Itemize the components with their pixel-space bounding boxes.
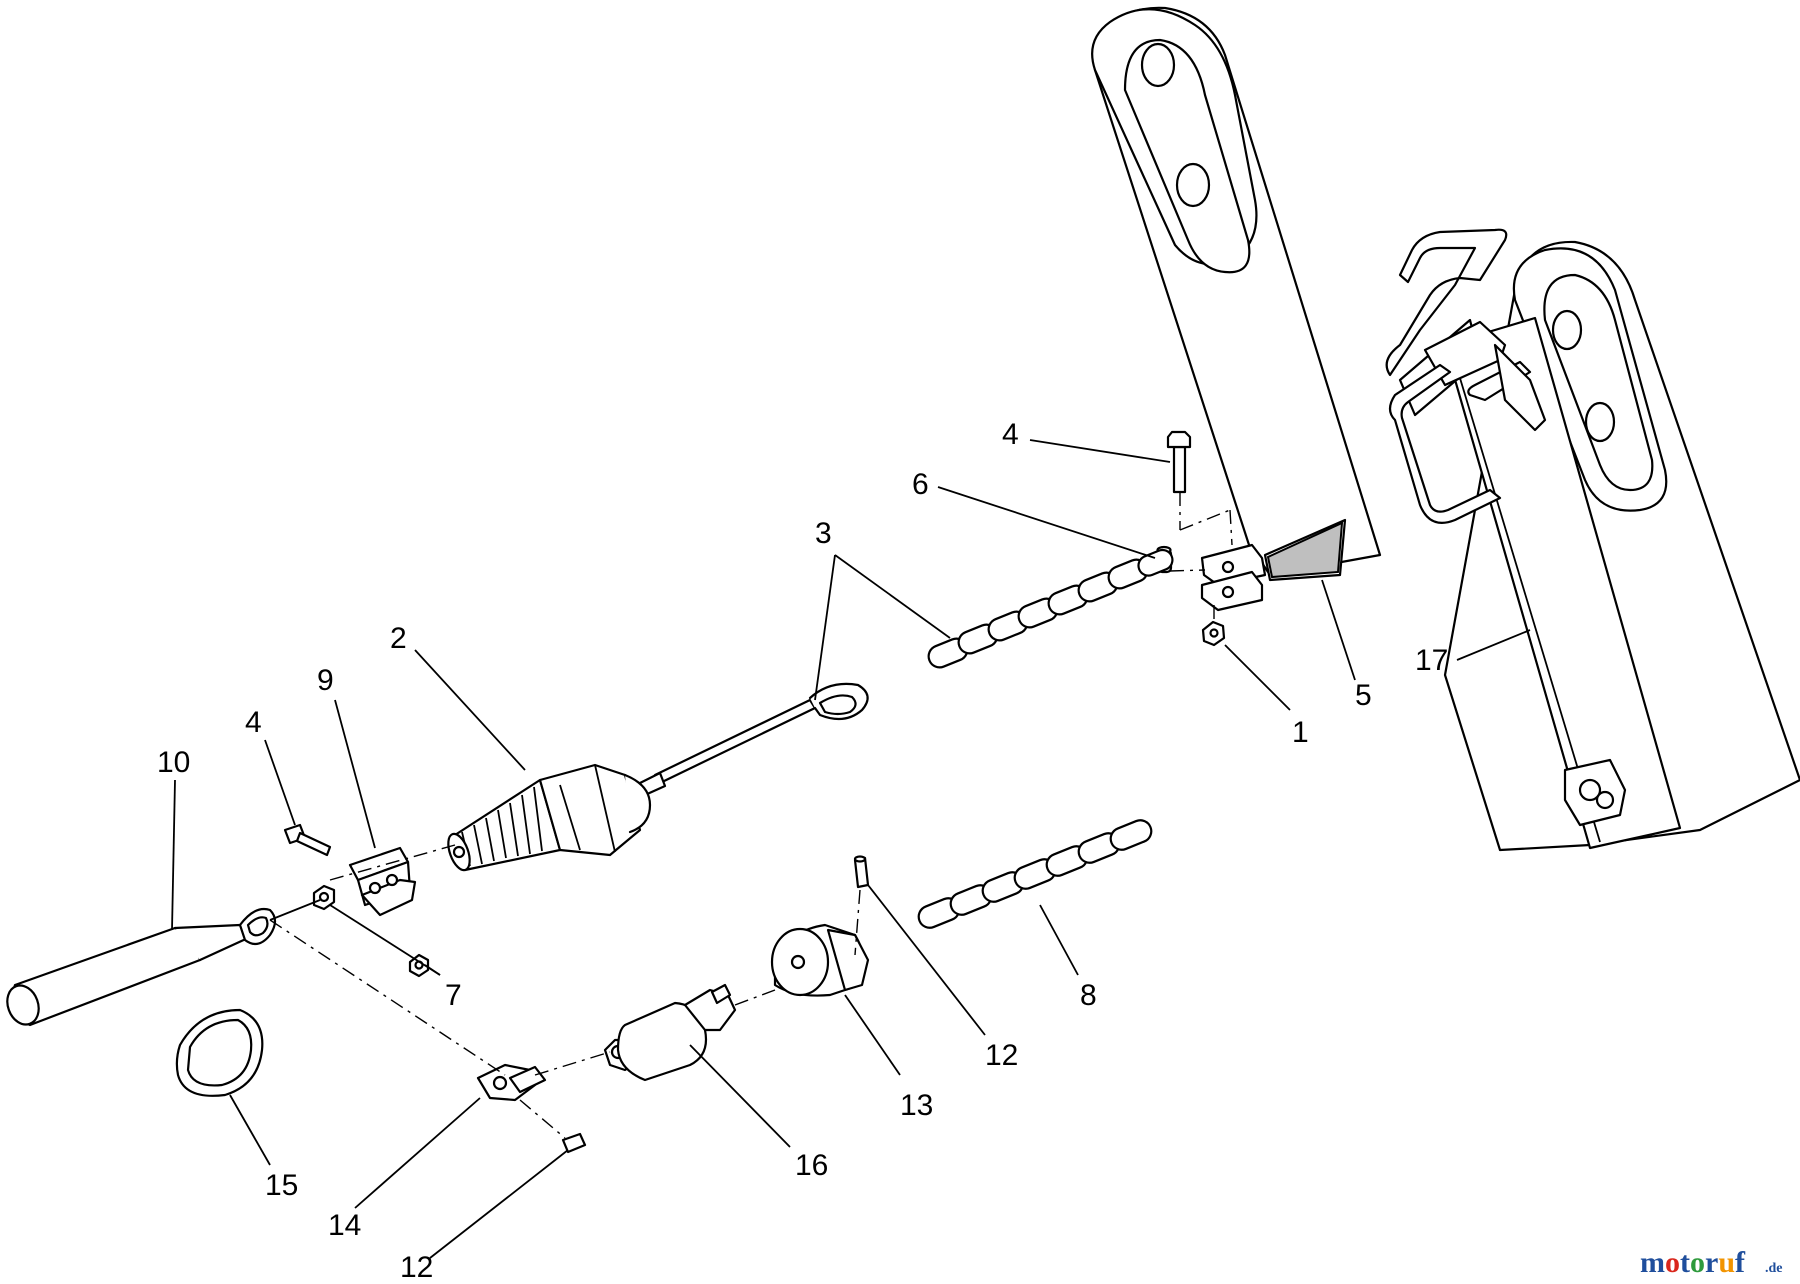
pins-part-12 [561, 855, 870, 1154]
svg-text:motoruf: motoruf [1640, 1246, 1746, 1279]
callout-4-lower: 4 [245, 706, 262, 739]
callout-13: 13 [900, 1089, 933, 1122]
chain-part-8 [917, 819, 1153, 929]
callout-5: 5 [1355, 679, 1372, 712]
callout-4-upper: 4 [1002, 418, 1019, 451]
arm-bracket-plates [1200, 543, 1267, 612]
alignment-centerlines [269, 569, 1215, 1139]
callout-9: 9 [317, 664, 334, 697]
arm-part-5 [1091, 6, 1382, 582]
callout-2: 2 [390, 622, 407, 655]
callout-12-bottom: 12 [400, 1251, 433, 1284]
motoruf-watermark-logo: motoruf .de [1640, 1246, 1783, 1279]
callout-8: 8 [1080, 979, 1097, 1012]
callout-1: 1 [1292, 716, 1309, 749]
nut-part-1 [1201, 620, 1226, 647]
callout-10: 10 [157, 746, 190, 779]
callout-14: 14 [328, 1209, 361, 1242]
arm-assembly-part-17 [1385, 228, 1800, 852]
rod-hook-part-3 [638, 682, 869, 797]
cylinder-part-16 [603, 983, 737, 1082]
callout-17: 17 [1415, 644, 1448, 677]
callout-12-right: 12 [985, 1039, 1018, 1072]
callout-labels: 1 2 3 4 4 5 6 7 8 9 10 12 12 13 14 15 16… [157, 418, 1448, 1284]
knob-part-13 [770, 923, 870, 997]
ring-part-15 [175, 1008, 264, 1097]
svg-text:.de: .de [1765, 1261, 1783, 1276]
leader-lines [171, 439, 1531, 1259]
clevis-part-14 [476, 1063, 547, 1102]
clevis-bracket-part-9 [348, 846, 417, 917]
threaded-cone-part-2 [447, 763, 652, 872]
bolt-part-4-upper [1166, 430, 1233, 546]
callout-3: 3 [815, 517, 832, 550]
nuts-part-7 [312, 884, 430, 978]
chain-part-3 [927, 548, 1174, 669]
handle-tube-part-10 [6, 899, 321, 1027]
callout-16: 16 [795, 1149, 828, 1182]
callout-7: 7 [445, 979, 462, 1012]
bolt-part-4-lower [283, 823, 332, 857]
callout-15: 15 [265, 1169, 298, 1202]
callout-6: 6 [912, 468, 929, 501]
